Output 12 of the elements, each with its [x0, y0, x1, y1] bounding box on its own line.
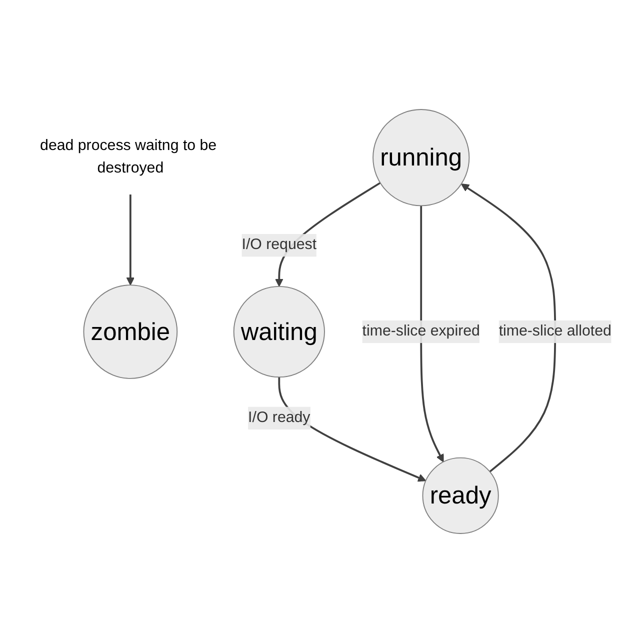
arrow [126, 194, 135, 286]
arrow [420, 206, 444, 462]
node-circle: waiting [233, 286, 325, 378]
node-circle: running [372, 109, 470, 206]
node-circle: ready [422, 457, 499, 534]
edge-label: time-slice expired [362, 323, 480, 340]
edge-label: I/O request [242, 236, 317, 253]
arrow [460, 184, 556, 472]
edge-label: time-slice alloted [498, 323, 612, 340]
node-circle: zombie [83, 284, 178, 379]
node-text: dead process waitng to be destroyed [40, 138, 217, 176]
edge-label: I/O ready [248, 410, 310, 426]
